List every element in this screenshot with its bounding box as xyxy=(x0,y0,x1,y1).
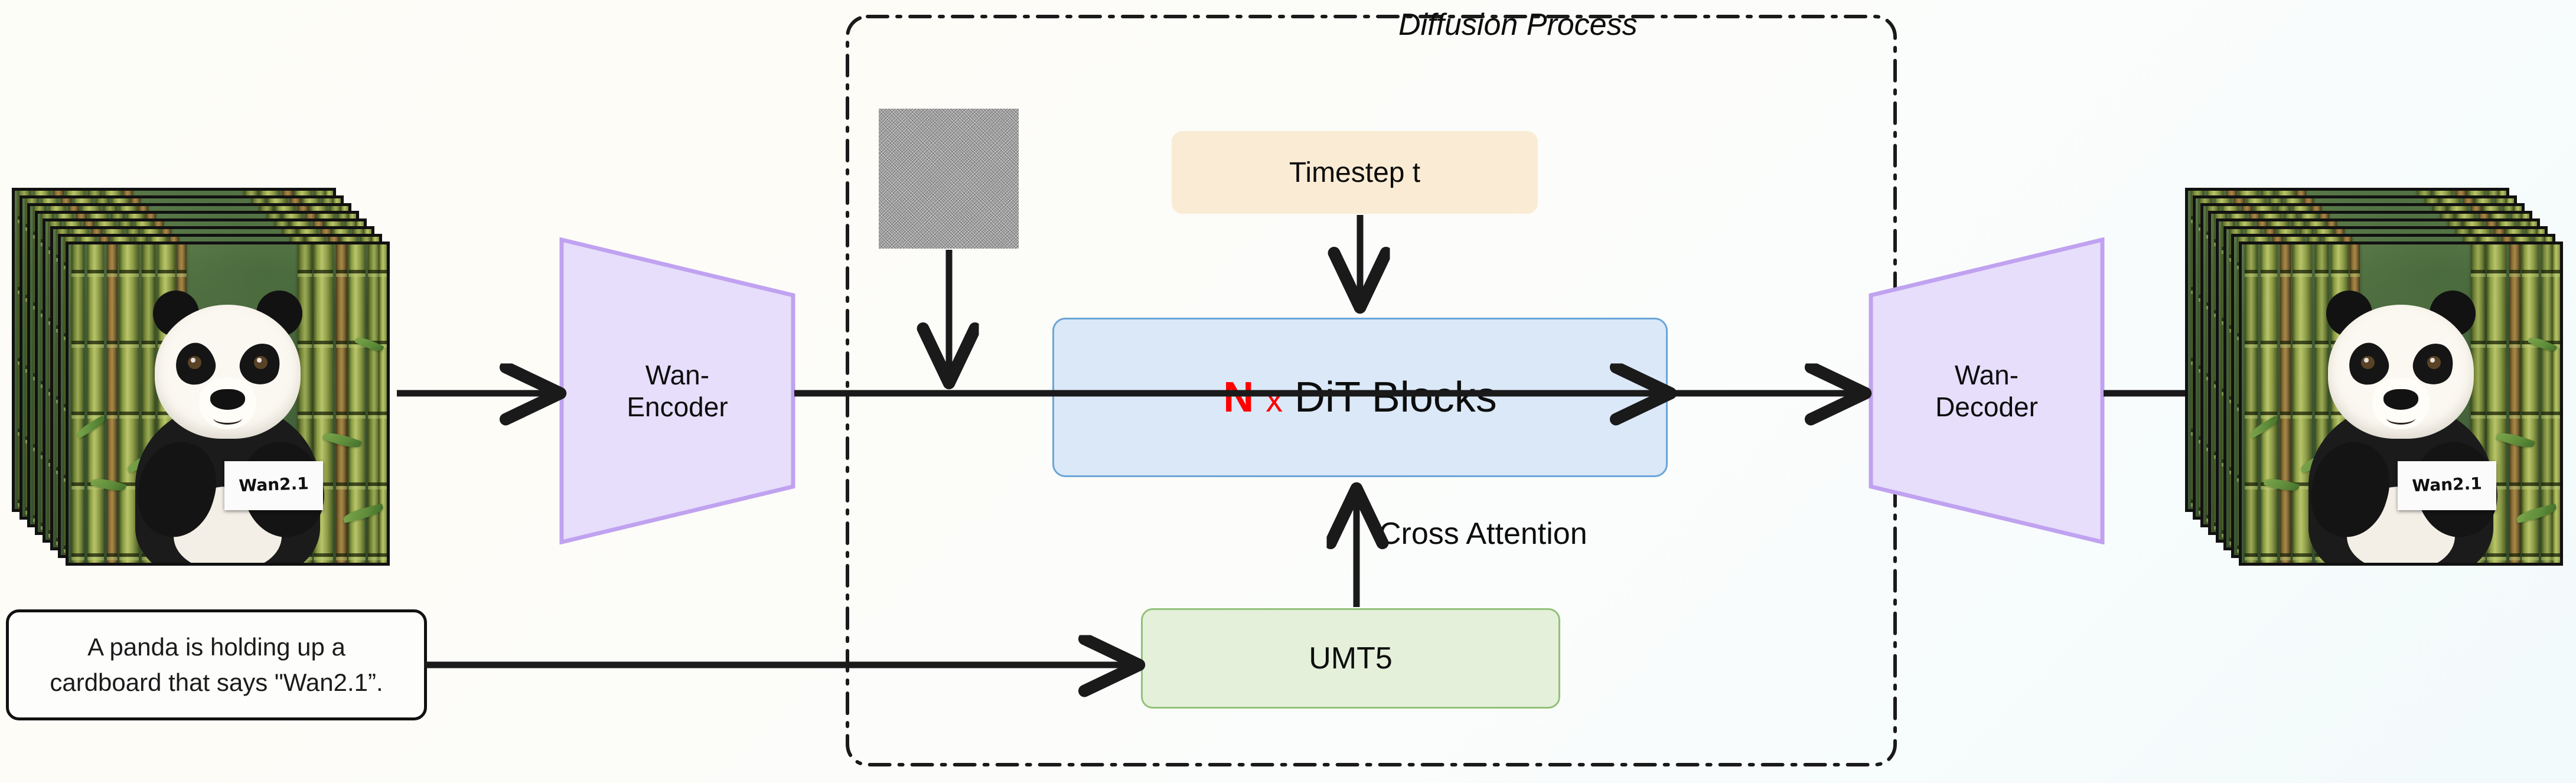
timestep-block[interactable]: Timestep t xyxy=(1172,131,1538,214)
prompt-line-1: A panda is holding up a xyxy=(87,633,345,661)
panda-nose xyxy=(210,389,246,410)
input-video-frame-stack: Wan2.1 Wan2.1 Wan2.1 xyxy=(12,188,390,566)
dit-repeat-count: N xyxy=(1223,374,1254,421)
timestep-label: Timestep t xyxy=(1289,156,1421,188)
cross-attention-label: Cross Attention xyxy=(1379,517,1587,551)
panda-eye-left xyxy=(2361,355,2375,370)
bamboo-culm xyxy=(2261,244,2278,563)
diffusion-process-title: Diffusion Process xyxy=(1398,8,1638,42)
panda-cardboard-sign: Wan2.1 xyxy=(2398,461,2497,511)
bamboo-culm xyxy=(2552,244,2560,563)
panda-bamboo-scene: Wan2.1 xyxy=(2242,244,2560,563)
panda-eye-left xyxy=(188,355,201,370)
panda-nose xyxy=(2383,389,2419,410)
bamboo-culm xyxy=(71,244,84,563)
panda-eye-right xyxy=(2427,355,2441,370)
bamboo-culm xyxy=(379,244,387,563)
bamboo-culm xyxy=(367,244,381,563)
prompt-line-2: cardboard that says "Wan2.1”. xyxy=(50,668,383,696)
video-frame: Wan2.1 xyxy=(2239,242,2563,566)
panda-figure: Wan2.1 xyxy=(2242,244,2560,563)
prompt-textbox[interactable]: A panda is holding up a cardboard that s… xyxy=(6,609,427,720)
gaussian-noise-patch xyxy=(879,109,1019,249)
dit-blocks-block[interactable]: N x DiT Blocks xyxy=(1052,318,1668,477)
wan-encoder-shape xyxy=(559,237,795,544)
panda-sign-text: Wan2.1 xyxy=(2411,474,2483,496)
bamboo-culm xyxy=(335,244,348,563)
video-frame: Wan2.1 xyxy=(66,242,390,566)
panda-mouth xyxy=(2386,412,2415,425)
panda-eye-right xyxy=(254,355,268,370)
dit-multiplier-symbol: x xyxy=(1266,381,1283,419)
panda-cardboard-sign: Wan2.1 xyxy=(224,461,324,511)
panda-figure: Wan2.1 xyxy=(69,244,387,563)
output-video-frame-stack: Wan2.1 Wan2.1 Wan2.1 xyxy=(2185,188,2563,566)
dit-blocks-label: DiT Blocks xyxy=(1294,374,1497,421)
umt5-label: UMT5 xyxy=(1309,641,1393,676)
umt5-text-encoder-block[interactable]: UMT5 xyxy=(1141,608,1560,709)
panda-bamboo-scene: Wan2.1 xyxy=(69,244,387,563)
bamboo-culm xyxy=(2293,244,2312,563)
bamboo-culm xyxy=(2541,244,2554,563)
panda-mouth xyxy=(213,412,242,425)
bamboo-culm xyxy=(2509,244,2521,563)
panda-sign-text: Wan2.1 xyxy=(238,474,309,496)
bamboo-culm xyxy=(87,244,105,563)
